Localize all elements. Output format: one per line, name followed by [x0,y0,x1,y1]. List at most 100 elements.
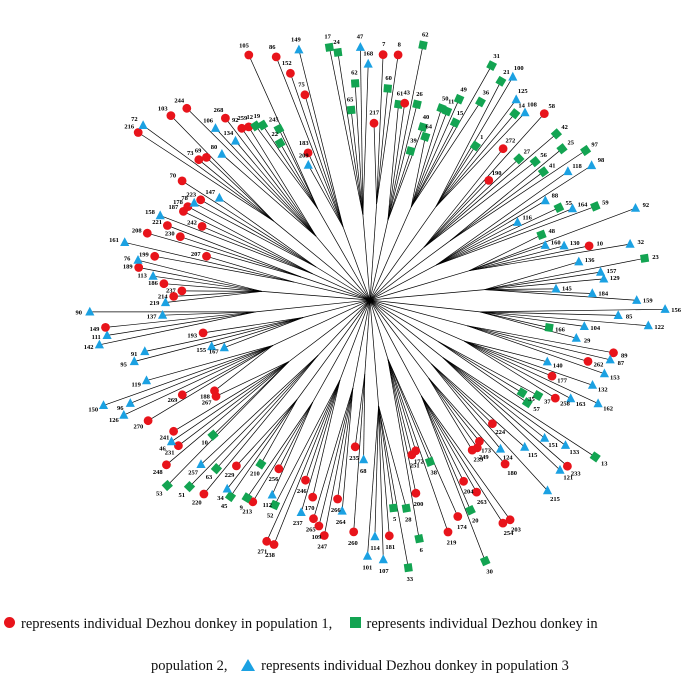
population-3-node-69 [587,380,598,389]
population-3-node-58 [660,304,670,313]
population-3-node-55 [551,283,561,293]
population-2-node-22 [475,96,486,108]
population-2-node-3 [350,79,360,88]
leaf-branch-75 [438,341,523,394]
root-branch-26 [358,299,371,310]
leaf-branch-163 [163,283,262,292]
clade-branch-17 [374,308,422,397]
leaf-label-54: 129 [610,275,621,282]
leaf-branch-0 [329,47,364,215]
leaf-branch-71 [464,340,599,404]
leaf-label-74: 37 [544,398,551,405]
leaf-label-99: 172 [414,459,424,466]
leaf-branch-86 [428,377,506,465]
leaf-branch-62 [479,311,550,328]
leaf-branch-185 [170,115,275,222]
leaf-label-126: 213 [242,509,253,516]
population-3-node-24 [508,71,518,81]
population-1-node-89 [467,445,477,455]
leaf-label-150: 167 [209,348,220,355]
leaf-label-97: 38 [431,470,438,477]
population-1-node-138 [162,460,171,470]
clade-branch-14 [377,305,444,358]
leaf-branch-84 [430,363,548,491]
leaf-branch-40 [436,200,546,266]
leaf-branch-120 [305,379,341,481]
leaf-label-9: 8 [398,41,402,48]
leaf-branch-115 [323,387,354,536]
leaf-branch-6 [373,123,377,205]
leaf-branch-134 [189,354,319,487]
population-3-node-180 [214,192,224,202]
population-3-node-59 [613,310,623,319]
leaf-label-8: 60 [385,75,392,82]
leaf-branch-196 [278,128,319,209]
leaf-branch-70 [464,340,553,377]
leaf-label-142: 267 [202,400,213,407]
leaf-branch-88 [428,377,478,449]
leaf-branch-142 [215,361,290,397]
leaf-label-30: 58 [549,103,556,110]
root-branch-7 [369,291,386,301]
leaf-branch-104 [378,405,409,568]
leaf-branch-98 [387,358,449,533]
leaf-branch-83 [430,363,493,424]
population-3-node-28 [520,107,530,117]
leaf-branch-79 [442,357,545,439]
leaf-label-87: 173 [481,447,492,454]
leaf-label-58: 156 [671,307,682,314]
leaf-branch-44 [436,206,596,266]
clade-branch-12 [388,307,465,342]
leaf-branch-166 [137,259,262,292]
population-1-node-121 [269,540,279,549]
leaf-label-158: 137 [147,313,158,320]
population-3-node-198 [303,159,313,169]
leaf-branch-32 [423,158,520,248]
leaf-branch-42 [436,207,560,266]
leaf-label-198: 209 [299,152,310,159]
clade-branch-25 [317,314,357,356]
leaf-branch-139 [178,361,290,446]
leaf-label-141: 241 [160,435,170,442]
leaf-label-112: 235 [349,455,360,462]
population-1-node-185 [166,111,176,120]
leaf-label-32: 27 [524,149,531,156]
root-branch-24 [357,299,371,318]
leaf-label-59: 85 [626,313,633,320]
population-1-node-139 [174,441,183,451]
population-1-node-70 [547,371,557,381]
clade-branch-16 [374,306,429,379]
population-3-node-5 [363,58,373,68]
population-1-node-201 [286,68,295,78]
population-2-node-105 [388,503,398,513]
leaf-branch-65 [466,325,611,361]
leaf-label-164: 113 [137,272,147,279]
population-2-node-44 [590,201,601,212]
leaf-label-138: 248 [153,469,164,476]
leaf-branch-131 [236,399,298,467]
population-1-node-80 [563,461,572,471]
leaf-label-24: 100 [514,65,524,72]
leaf-label-81: 121 [563,475,573,482]
leaf-branch-190 [225,117,317,237]
leaf-branch-136 [167,361,290,486]
population-3-node-38 [563,166,573,176]
root-branch-11 [369,299,385,305]
clade-branch-37 [317,208,362,285]
leaf-branch-41 [436,221,518,266]
population-3-node-124 [267,489,277,499]
leaf-label-123: 52 [267,512,274,519]
leaf-branch-101 [387,358,417,494]
leaf-label-1: 24 [333,39,340,46]
leaf-branch-99 [387,358,417,451]
leaf-branch-90 [421,395,511,521]
leaf-branch-189 [235,140,317,237]
population-2-node-123 [269,499,281,511]
leaf-branch-160 [165,291,262,303]
population-1-node-181 [133,128,143,137]
leaf-branch-202 [304,94,344,228]
population-3-node-189 [230,135,241,145]
leaf-label-95: 30 [486,568,493,575]
population-3-node-65 [605,354,615,364]
population-1-node-163 [159,279,169,289]
